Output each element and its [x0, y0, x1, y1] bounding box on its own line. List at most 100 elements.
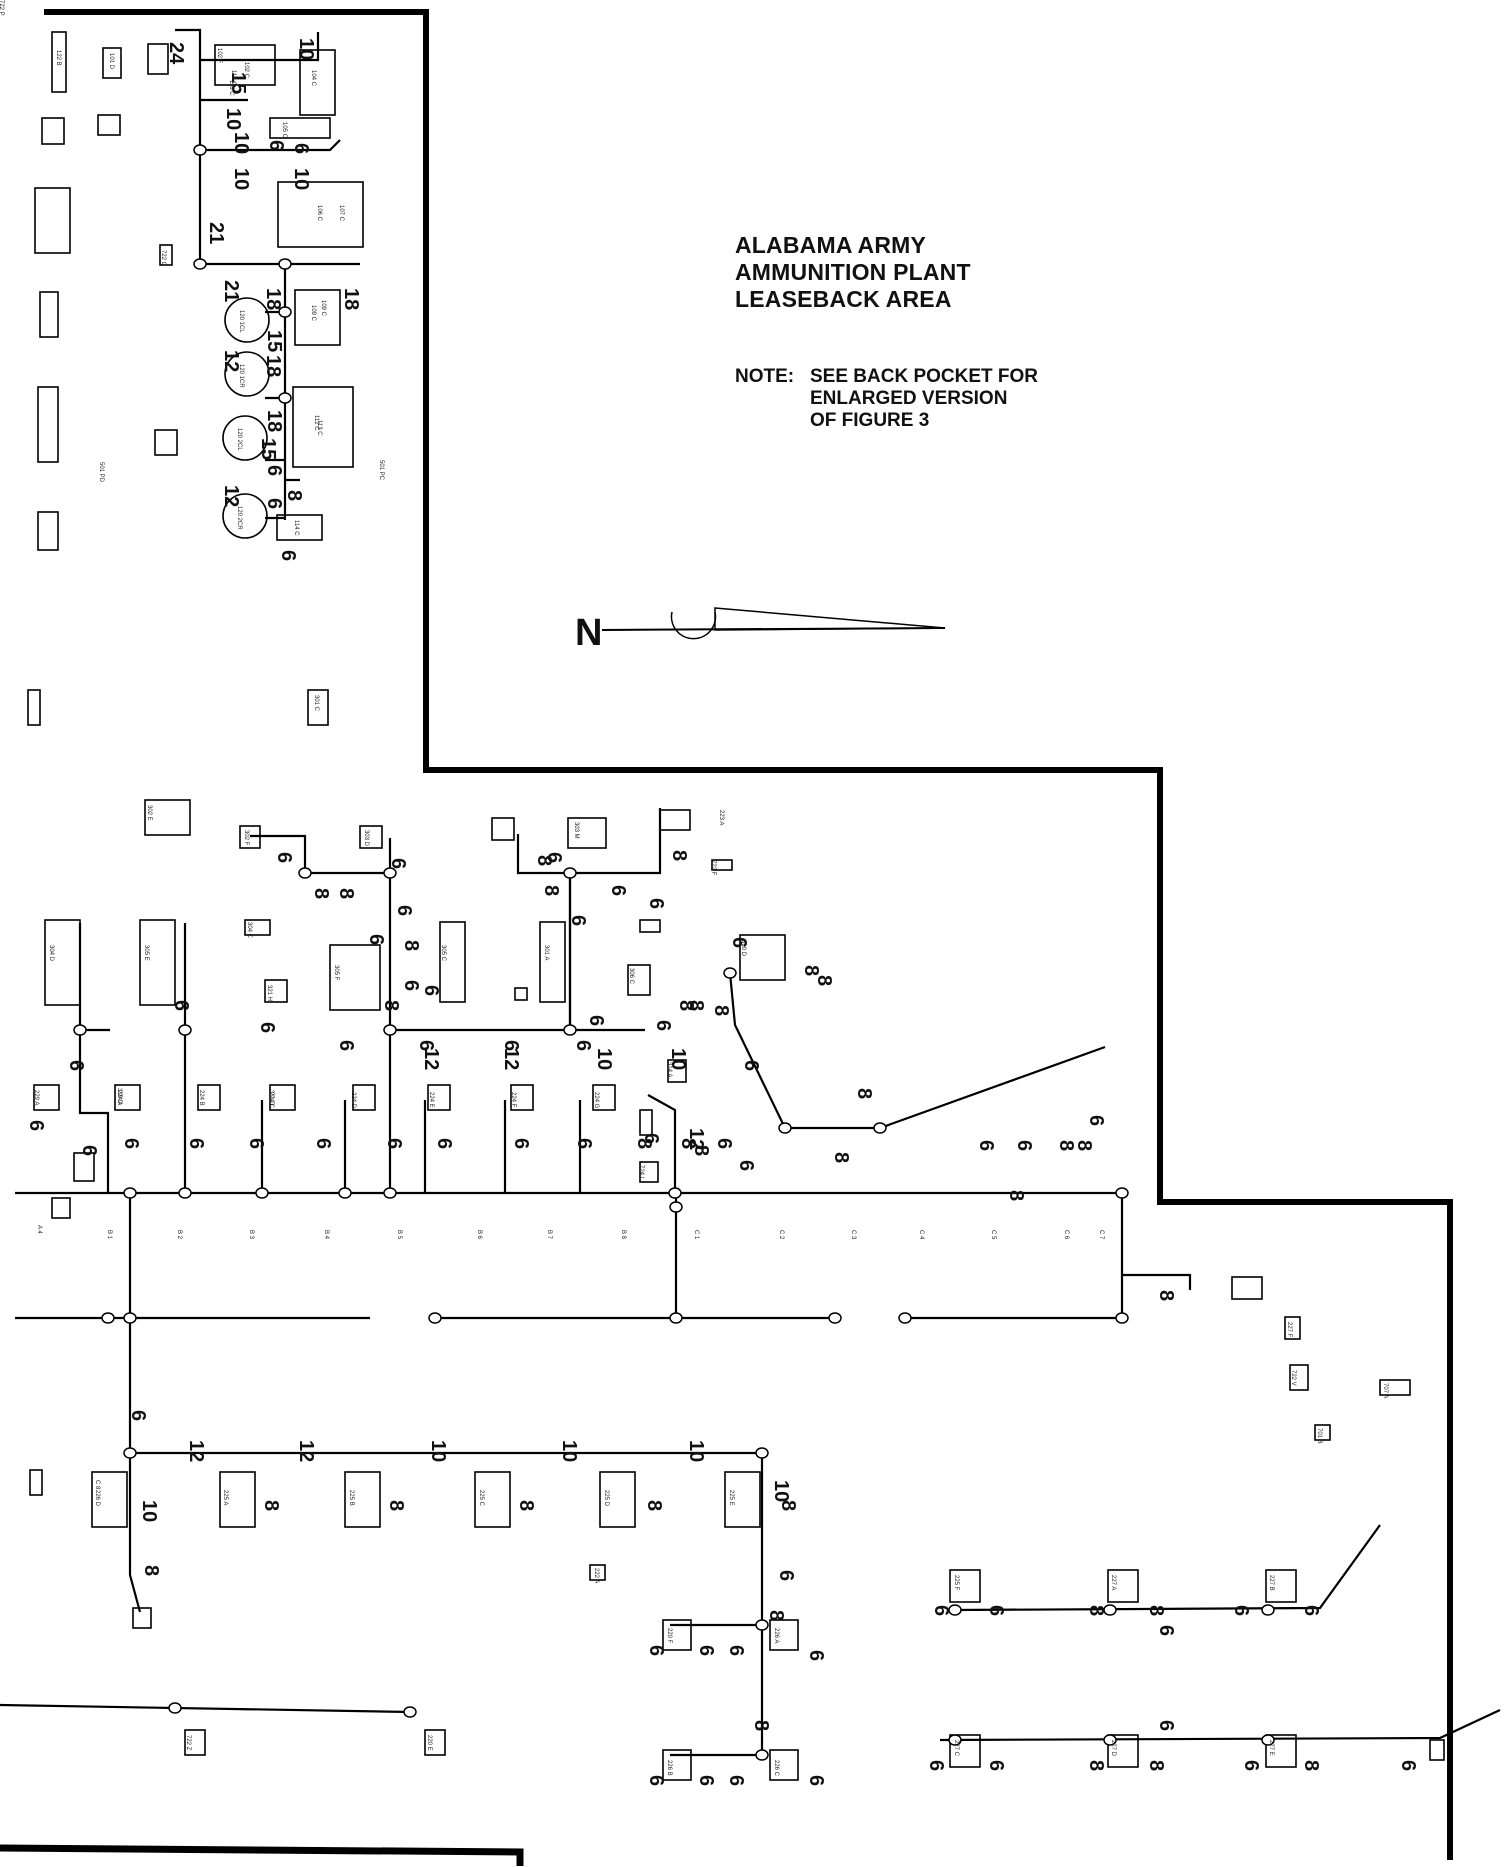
pipe-size-label: 8	[690, 1145, 712, 1156]
pipe-size-label: 8	[1073, 1140, 1095, 1151]
building-label: 722 P	[0, 0, 4, 16]
building-label: 107 C	[338, 205, 344, 222]
pipe-size-label: 8	[1300, 1760, 1322, 1771]
junction-nodes	[73, 144, 1275, 1761]
building-label: 305 E	[143, 945, 149, 961]
pipe-size-label: 8	[813, 975, 835, 986]
building-label: 304 C	[246, 922, 252, 939]
building-label: 224 B	[198, 1090, 204, 1106]
junction-node	[123, 1187, 137, 1199]
building-outlines	[27, 31, 1445, 1781]
pipe-size-label: 6	[725, 1645, 747, 1656]
building-label: C 7	[1098, 1230, 1104, 1240]
map-title: ALABAMA ARMY AMMUNITION PLANT LEASEBACK …	[735, 232, 1115, 313]
pipe-size-label: 12	[420, 1048, 442, 1070]
building-label: 311 D	[268, 1090, 274, 1106]
pipe-size-label: 6	[740, 1060, 762, 1071]
pipe-size-label: 12	[220, 485, 242, 507]
pipe-size-label: 10	[222, 108, 244, 130]
building-label: 116 C	[230, 70, 236, 86]
junction-node	[338, 1187, 352, 1199]
pipe-size-label: 15	[263, 330, 285, 352]
pipe-size-label: 8	[765, 1610, 787, 1621]
pipe-size-label: 10	[290, 168, 312, 190]
junction-node	[1115, 1312, 1129, 1324]
building-label: C 2	[778, 1230, 784, 1240]
pipe-size-label: 6	[573, 1138, 595, 1149]
pipe-size-label: 6	[185, 1138, 207, 1149]
pipe-size-label: 10	[558, 1440, 580, 1462]
pipe-size-label: 6	[1240, 1760, 1262, 1771]
pipe-size-label: 6	[120, 1138, 142, 1149]
pipe-size-label: 8	[260, 1500, 282, 1511]
building-label: 707 A	[1382, 1383, 1388, 1398]
pipe-size-label: 6	[695, 1775, 717, 1786]
junction-node	[278, 392, 292, 404]
pipe-size-label: 8	[1005, 1190, 1027, 1201]
pipe-size-label: 6	[273, 852, 295, 863]
title-line-3: LEASEBACK AREA	[735, 286, 952, 312]
pipe-size-label: 6	[25, 1120, 47, 1131]
pipe-size-label: 8	[1145, 1605, 1167, 1616]
building-label: 102 F	[216, 48, 222, 64]
building-label: C 3	[850, 1230, 856, 1240]
building-label: 120 2CR	[236, 506, 242, 530]
building-label: 314 A	[666, 1062, 672, 1077]
building-label: 501 PC	[378, 460, 384, 481]
distribution-lines-main	[0, 1094, 1501, 1760]
junction-node	[563, 1024, 577, 1036]
pipe-size-label: 18	[340, 288, 362, 310]
junction-node	[383, 867, 397, 879]
building-label: 109 C	[310, 305, 316, 322]
building-label: 302 E	[146, 805, 152, 821]
building-label: 302 F	[243, 830, 249, 846]
pipe-size-label: 6	[572, 1040, 594, 1051]
pipe-size-label: 6	[1155, 1625, 1177, 1636]
pipe-size-label: 6	[1230, 1605, 1252, 1616]
building-label: 304 D	[48, 945, 54, 962]
pipe-size-label: 6	[78, 1145, 100, 1156]
building-label: 319 D	[116, 1088, 122, 1105]
building-label: 225 F	[953, 1575, 959, 1591]
pipe-size-label: 8	[515, 1500, 537, 1511]
building-label: 120 2CL	[236, 428, 242, 451]
junction-node	[755, 1749, 769, 1761]
pipe-size-label: 18	[262, 288, 284, 310]
pipe-size-label: 6	[975, 1140, 997, 1151]
pipe-size-label: 6	[415, 1040, 437, 1051]
building-label: 118 C	[228, 80, 234, 96]
note-line-1: SEE BACK POCKET FOR	[810, 366, 1039, 387]
building-label: 226 A	[773, 1628, 779, 1643]
building-label: B 3	[248, 1230, 254, 1240]
junction-node	[278, 306, 292, 318]
junction-node	[193, 144, 207, 156]
building-label: B 6	[476, 1230, 482, 1240]
pipe-size-label: 6	[365, 934, 387, 945]
pipe-size-label: 8	[675, 1000, 697, 1011]
pipe-size-label: 6	[263, 498, 285, 509]
building-label: 501 PD	[98, 462, 104, 483]
pipe-size-label: 6	[312, 1138, 334, 1149]
pipe-size-label: 6	[735, 1160, 757, 1171]
building-label: 227 F	[1286, 1322, 1292, 1338]
building-label: 120 1CL	[238, 310, 244, 333]
junction-node	[1115, 1187, 1129, 1199]
pipe-size-label: 10	[138, 1500, 160, 1522]
pipe-size-label: 6	[805, 1650, 827, 1661]
pipe-size-label: 6	[652, 1020, 674, 1031]
pipe-size-label: 12	[295, 1440, 317, 1462]
pipe-size-label: 6	[393, 905, 415, 916]
junction-node	[298, 867, 312, 879]
building-label: B 2	[176, 1230, 182, 1240]
junction-node	[669, 1312, 683, 1324]
pipe-size-label: 6	[335, 1040, 357, 1051]
pipe-size-label: 18	[263, 410, 285, 432]
building-label: 220 F	[666, 1628, 672, 1644]
building-label: 102 C	[243, 62, 249, 79]
pipe-size-label: 6	[930, 1605, 952, 1616]
pipe-size-label: 8	[633, 1138, 655, 1149]
building-label: B 1	[106, 1230, 112, 1240]
building-label: 226 B	[666, 1760, 672, 1776]
building-label: 226 C	[773, 1760, 779, 1777]
